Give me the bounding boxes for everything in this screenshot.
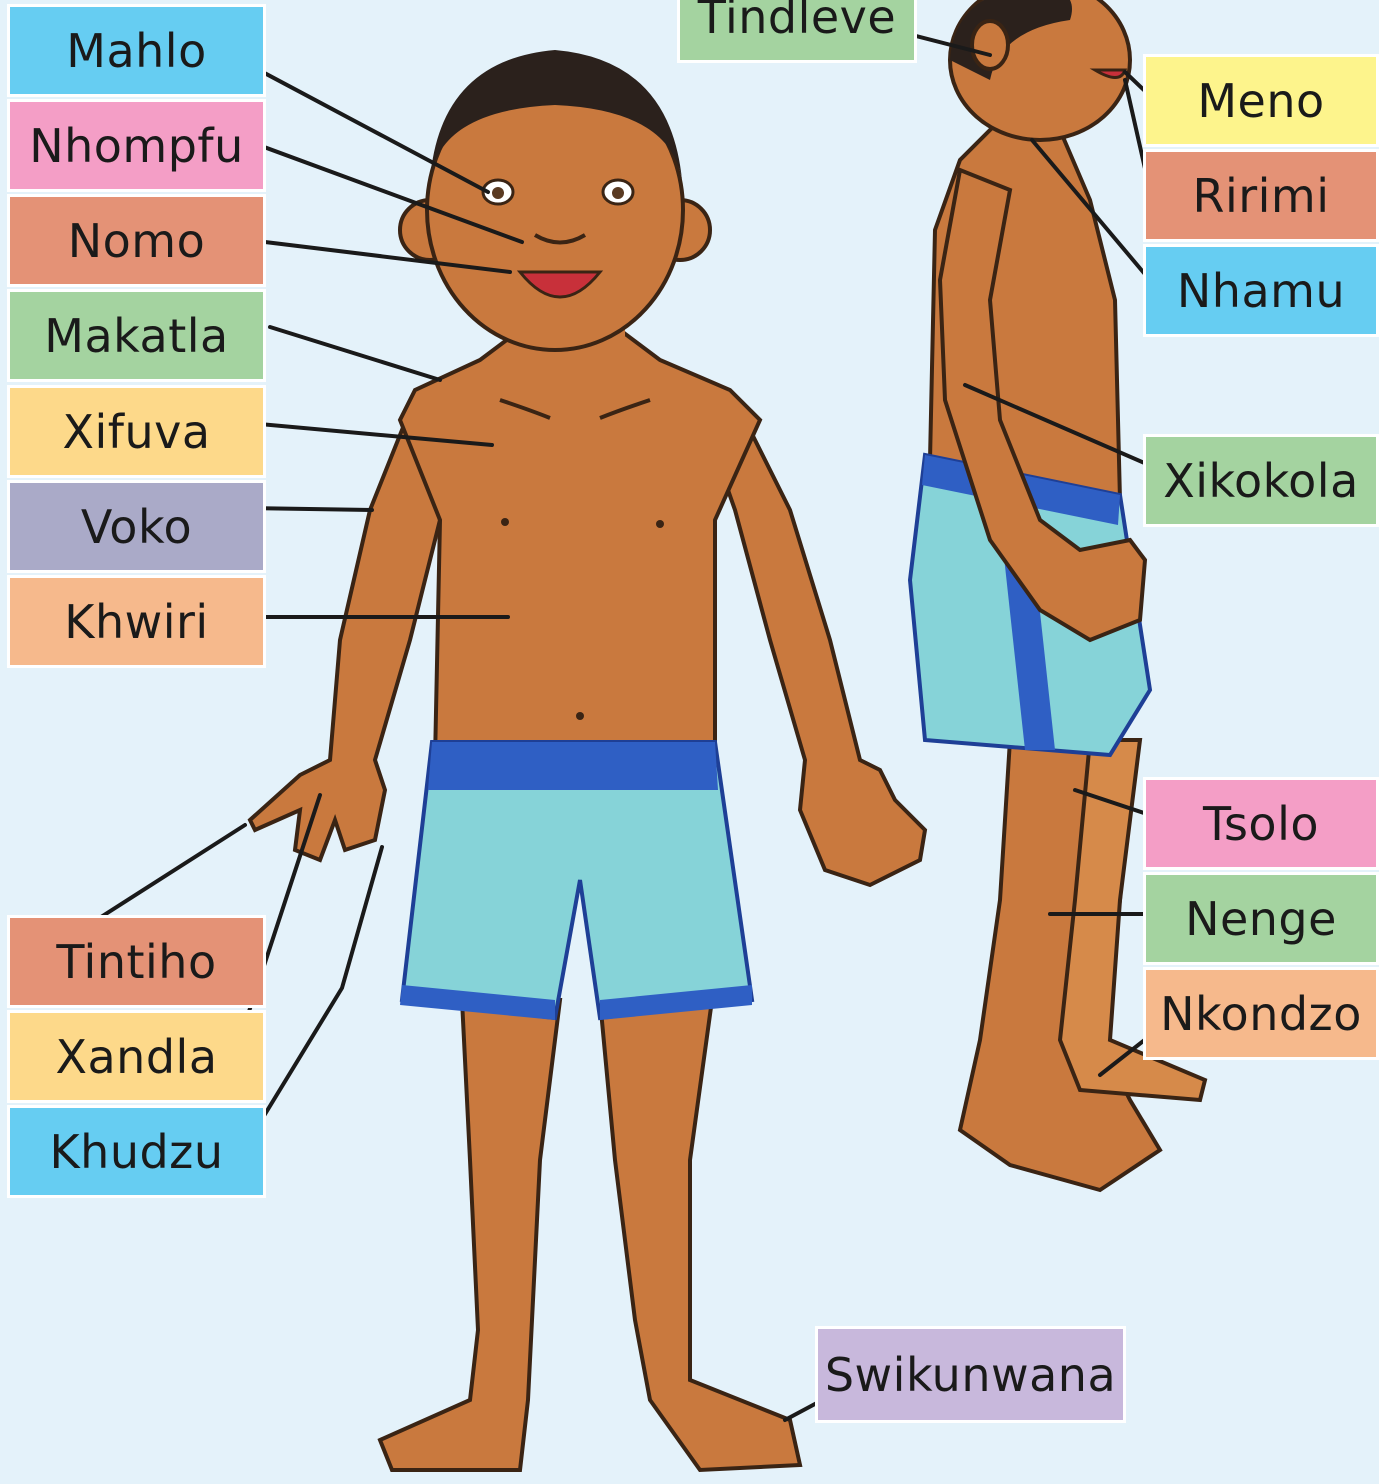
label-xandla: Xandla	[7, 1010, 266, 1103]
label-nenge: Nenge	[1143, 872, 1379, 965]
label-tsolo: Tsolo	[1143, 777, 1379, 870]
label-nkondzo: Nkondzo	[1143, 967, 1379, 1060]
navel	[576, 712, 584, 720]
front-shorts-waistband	[428, 742, 718, 790]
front-pupil-left	[492, 187, 504, 199]
label-khudzu: Khudzu	[7, 1105, 266, 1198]
nipple-right	[656, 520, 664, 528]
label-tindleve: Tindleve	[677, 0, 917, 63]
label-mahlo: Mahlo	[7, 4, 266, 97]
label-nomo: Nomo	[7, 194, 266, 287]
label-swikunwana: Swikunwana	[815, 1326, 1126, 1423]
front-pupil-right	[612, 187, 624, 199]
label-makatla: Makatla	[7, 289, 266, 382]
label-xikokola: Xikokola	[1143, 434, 1379, 527]
label-ririmi: Ririmi	[1143, 149, 1379, 242]
label-nhompfu: Nhompfu	[7, 99, 266, 192]
front-boy-figure	[250, 50, 925, 1470]
label-nhamu: Nhamu	[1143, 244, 1379, 337]
front-left-arm	[250, 410, 440, 860]
side-ear	[972, 21, 1008, 69]
label-xifuva: Xifuva	[7, 385, 266, 478]
nipple-left	[501, 518, 509, 526]
front-torso	[400, 330, 760, 760]
label-khwiri: Khwiri	[7, 575, 266, 668]
label-tintiho: Tintiho	[7, 915, 266, 1008]
front-left-leg	[380, 1000, 560, 1470]
label-voko: Voko	[7, 480, 266, 573]
label-meno: Meno	[1143, 54, 1379, 147]
leader-line-makatla	[270, 327, 440, 380]
front-right-leg	[600, 1000, 800, 1470]
